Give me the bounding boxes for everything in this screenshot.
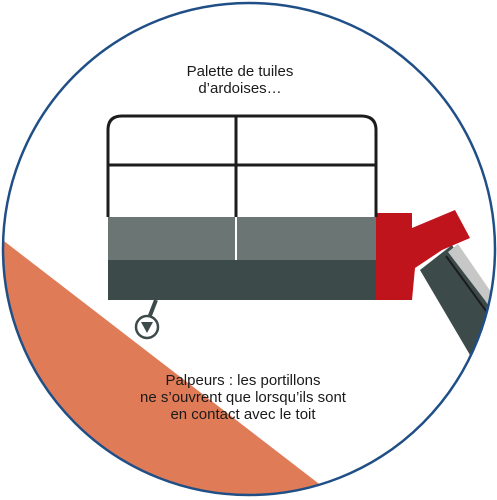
down-triangle-sensor-icon (141, 322, 153, 333)
pallet-caption: Palette de tuiles d’ardoises… (150, 63, 330, 97)
pallet-caption-line-2: d’ardoises… (198, 80, 282, 97)
red-bracket (373, 210, 470, 300)
grey-tile-row (108, 217, 376, 260)
pallet-caption-line-1: Palette de tuiles (186, 63, 294, 80)
sensor-caption-line-3: en contact avec le toit (170, 406, 316, 423)
sensor-caption: Palpeurs : les portillons ne s’ouvrent q… (93, 372, 393, 423)
pallet-base (108, 260, 376, 300)
sensor-caption-line-2: ne s’ouvrent que lorsqu’ils sont (140, 389, 346, 406)
sensor-stem (147, 299, 158, 319)
sensor-caption-line-1: Palpeurs : les portillons (165, 372, 321, 389)
crane-arm-stripe (448, 244, 495, 320)
